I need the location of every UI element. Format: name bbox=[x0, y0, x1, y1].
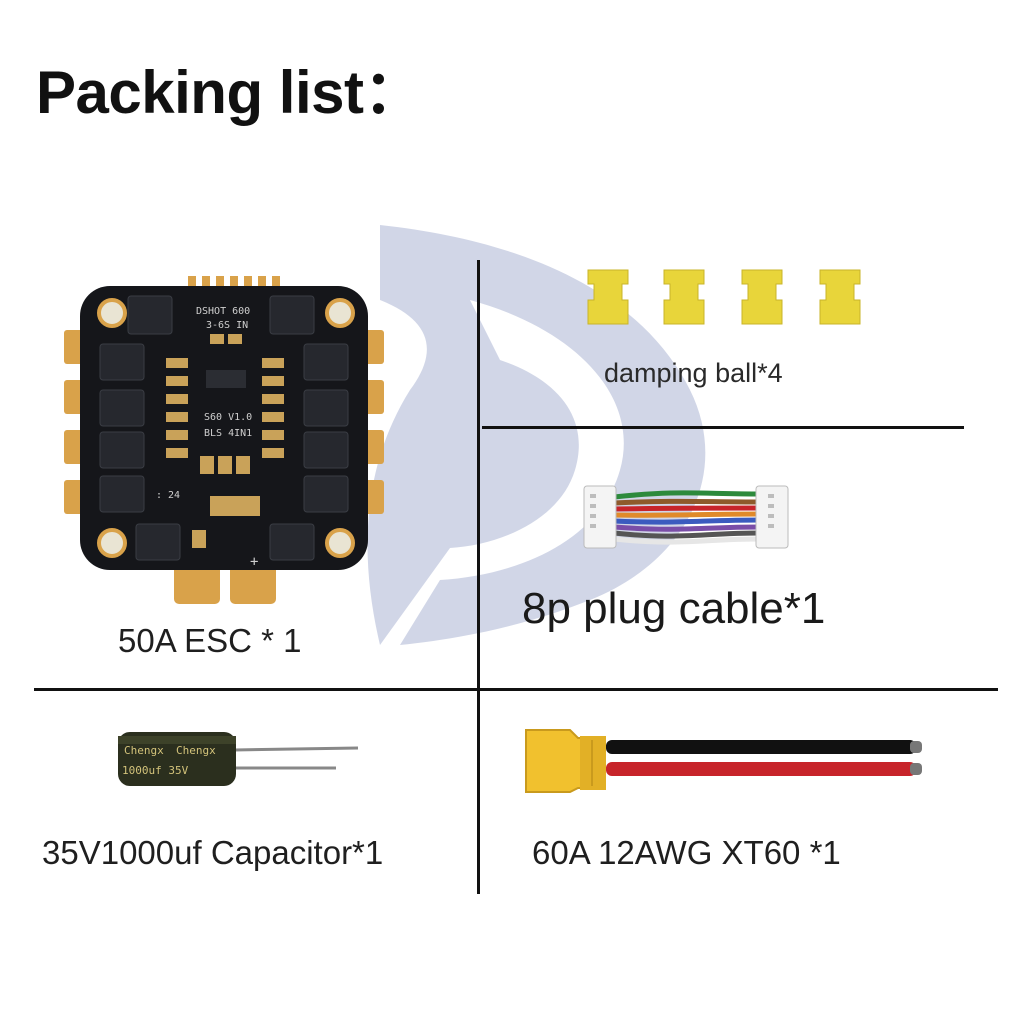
damping-ball-label: damping ball*4 bbox=[604, 358, 783, 388]
xt60-label: 60A 12AWG XT60 *1 bbox=[532, 834, 841, 871]
divider-horizontal-right bbox=[482, 426, 964, 429]
capacitor-value-text: 1000uf 35V bbox=[122, 764, 189, 777]
esc-board-text-3: S60 V1.0 bbox=[204, 412, 252, 423]
esc-board-text-6: + bbox=[250, 554, 258, 570]
page-title: Packing list： bbox=[36, 59, 423, 126]
esc-board-text-5: : 24 bbox=[156, 490, 180, 501]
esc-board-text-2: 3-6S IN bbox=[206, 320, 248, 331]
capacitor-brand-text: Chengx bbox=[124, 744, 164, 757]
divider-vertical bbox=[477, 260, 480, 894]
esc-label: 50A ESC * 1 bbox=[118, 622, 302, 659]
esc-board-text-4: BLS 4IN1 bbox=[204, 428, 252, 439]
svg-text:Chengx: Chengx bbox=[176, 744, 216, 757]
divider-horizontal-main bbox=[34, 688, 998, 691]
esc-board-text-1: DSHOT 600 bbox=[196, 306, 250, 317]
capacitor-label: 35V1000uf Capacitor*1 bbox=[42, 834, 384, 871]
plug-cable-label: 8p plug cable*1 bbox=[522, 584, 826, 633]
